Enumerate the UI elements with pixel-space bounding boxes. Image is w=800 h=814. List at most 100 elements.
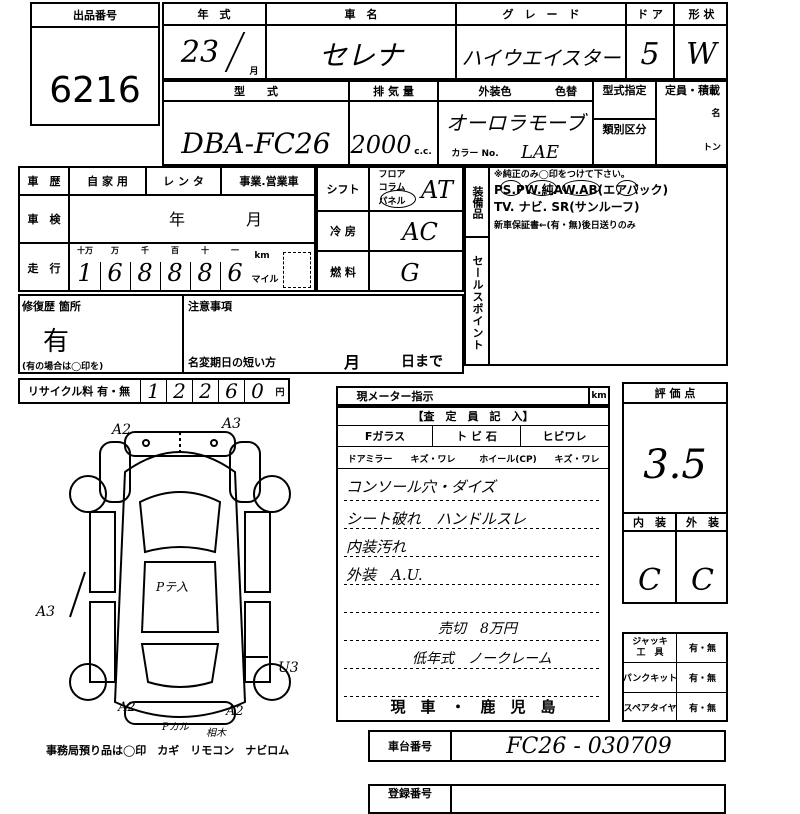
equipment-line2: TV. ナビ. SR(サンルーフ) (494, 200, 640, 214)
recycle-digit: 2 (192, 379, 218, 403)
door-label: ド ア (637, 7, 663, 21)
inspection-label: 車 検 (27, 213, 61, 226)
score-value: 3.5 (643, 442, 707, 488)
odometer-digit-label: 万 (111, 245, 119, 255)
repair-note: (有の場合は◯印を) (22, 361, 104, 372)
shape-label: 形 状 (688, 7, 715, 21)
specs-box (316, 166, 464, 292)
interior-label: 内 装 (633, 515, 666, 529)
equipment-box (464, 166, 728, 366)
shift-floor: フロア (378, 170, 406, 180)
meter-label: 現メーター指示 (356, 390, 434, 403)
mile-label: マイル (251, 274, 279, 285)
inspector-box (336, 406, 610, 722)
meter-box (336, 386, 610, 406)
mirror-damage: キズ・ワレ (410, 454, 456, 465)
lot-box (30, 2, 160, 126)
grade-label: グ レ ー ド (502, 7, 580, 21)
grade-value: ハイウエイスター (461, 45, 621, 70)
fuel-label: 燃 料 (330, 266, 356, 279)
repair-box (18, 294, 464, 374)
odometer-digit: 6 (227, 259, 243, 287)
model-type-label: 型 式 (234, 84, 278, 98)
puncture-kit-value: 有・無 (688, 674, 716, 684)
year-label: 年 式 (197, 7, 231, 21)
shape-value: W (686, 36, 717, 72)
displacement-value: 2000 (350, 131, 412, 159)
color-no-label: カラー No. (451, 148, 499, 159)
deadline-day: 日まで (401, 354, 443, 370)
inspection-month-unit: 月 (245, 210, 262, 229)
odometer-digit-label: 十 (201, 245, 209, 255)
jack-tools-label: ジャッキ 工 具 (632, 636, 668, 658)
chassis-label: 車台番号 (388, 740, 432, 753)
office-note: 事務局預り品は◯印 カギ リモコン ナビロム (46, 744, 290, 757)
exterior-grade: C (691, 562, 714, 598)
crack: ヒビワレ (542, 430, 587, 443)
ac-label: 冷 房 (330, 225, 356, 238)
interior-grade: C (638, 562, 661, 598)
shift-column: コラム (378, 183, 406, 193)
ac-value: AC (402, 218, 438, 246)
history-rental: レ ン タ (163, 175, 204, 188)
damage-mark-left-side: A3 (36, 604, 56, 620)
recycle-digit: 6 (218, 379, 244, 403)
chassis-number: FC26 - 030709 (506, 733, 672, 759)
damage-mark-rear-right: A2 (226, 704, 244, 719)
spare-tire-value: 有・無 (688, 704, 716, 714)
caution-label: 注意事項 (188, 300, 232, 313)
inspector-note-3: 内装汚れ (346, 538, 407, 556)
capacity-label: 定員・積載 (665, 84, 720, 97)
odometer-digit: 8 (167, 259, 183, 287)
odometer-digit-label: 十万 (77, 245, 93, 255)
vehicle-location: 現 車 ・ 鹿 児 島 (390, 697, 556, 716)
model-box (162, 80, 728, 166)
mileage-label: 走 行 (27, 262, 61, 275)
year-month-unit: 月 (249, 66, 259, 77)
damage-mark-roof: Pテ入 (156, 580, 189, 594)
history-label: 車 歴 (27, 175, 61, 188)
odometer-digit-label: 百 (171, 245, 179, 255)
ext-color-value: オーロラモーブ (446, 110, 585, 135)
score-label: 評 価 点 (654, 387, 696, 400)
history-private: 自 家 用 (87, 175, 128, 188)
wheel-cp: ホイール(CP) (479, 454, 537, 465)
chassis-box (368, 730, 726, 762)
repair-label: 修復歴 箇所 (22, 300, 81, 313)
f-glass: Fガラス (364, 430, 406, 443)
equipment-note: ※純正のみ◯印をつけて下さい。 (494, 170, 630, 180)
jack-tools-value: 有・無 (688, 644, 716, 654)
chip: ト ビ 石 (456, 430, 497, 443)
inspector-note-6: 低年式 ノークレーム (412, 651, 552, 667)
inspector-title: 【査 定 員 記 入】 (412, 410, 534, 423)
exterior-label: 外 装 (686, 515, 719, 529)
history-box (18, 166, 316, 292)
recycle-digit: 2 (166, 379, 192, 403)
recycle-digit: 1 (140, 379, 166, 403)
displacement-label: 排 気 量 (373, 84, 414, 98)
inspection-year-unit: 年 (168, 210, 185, 229)
color-no-value: LAE (520, 141, 560, 163)
inspector-note-4: 外装 A.U. (346, 566, 423, 584)
diagram-note-1: Pカル (162, 722, 189, 733)
odometer-digit-label: 一 (231, 245, 239, 255)
damage-mark-front-right: A3 (222, 416, 242, 432)
type-designation-label: 型式指定 (602, 84, 647, 97)
class-label: 類別区分 (602, 123, 647, 136)
odometer-digit: 8 (197, 259, 213, 287)
deadline-month: 月 (343, 353, 360, 372)
deadline-label: 名変期日の短い方 (188, 356, 276, 369)
odometer-digit: 8 (137, 259, 153, 287)
year-value: 23 (180, 35, 220, 70)
fuel-value: G (400, 259, 420, 287)
shift-value: AT (420, 176, 454, 204)
recycle-label: リサイクル料 有・無 (27, 385, 131, 398)
car-name-value: セレナ (318, 39, 403, 72)
wheel-damage: キズ・ワレ (554, 454, 600, 465)
recycle-digit: 0 (244, 379, 270, 403)
lot-label: 出品番号 (73, 9, 117, 22)
km-label: km (254, 251, 270, 261)
sale-point-label: セールスポイント (471, 255, 484, 351)
repair-value: 有 (42, 326, 69, 357)
name-label: 車 名 (344, 7, 378, 21)
